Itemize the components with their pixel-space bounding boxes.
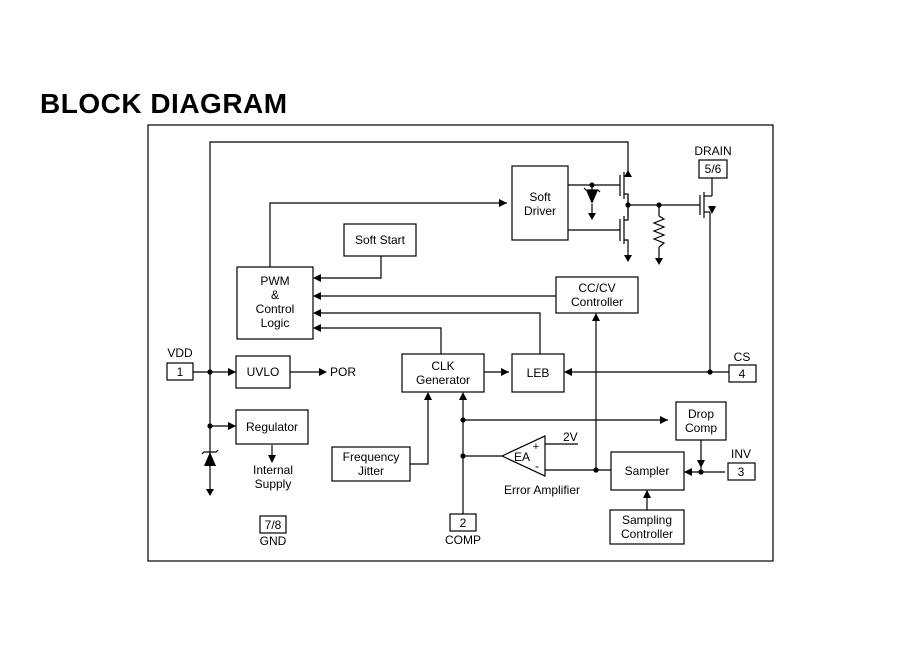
svg-text:Drop: Drop xyxy=(688,407,714,421)
diagram-frame xyxy=(147,124,774,562)
frequency-jitter-block: Frequency Jitter xyxy=(331,446,411,482)
resistor-icon xyxy=(652,215,666,248)
svg-text:CC/CV: CC/CV xyxy=(578,281,615,295)
soft-start-block: Soft Start xyxy=(343,223,417,257)
clk-generator-block: CLK Generator xyxy=(401,353,485,393)
page-title: BLOCK DIAGRAM xyxy=(40,88,288,119)
svg-text:Generator: Generator xyxy=(416,373,470,387)
sampler-block: Sampler xyxy=(610,451,685,491)
leb-block: LEB xyxy=(511,353,565,393)
zener-diode-icon xyxy=(583,187,601,204)
internal-supply-label-2: Supply xyxy=(255,477,292,491)
ea-label: EA xyxy=(514,450,530,464)
pin-drain: DRAIN 5/6 xyxy=(694,144,732,179)
svg-text:7/8: 7/8 xyxy=(265,518,282,532)
ref-2v-label: 2V xyxy=(563,430,578,444)
pin-vdd: VDD 1 xyxy=(166,346,194,381)
svg-text:LEB: LEB xyxy=(527,366,550,380)
svg-text:4: 4 xyxy=(739,367,746,381)
power-mosfet-icon xyxy=(699,192,712,218)
svg-text:Soft Start: Soft Start xyxy=(355,233,406,247)
error-amplifier-icon: EA + - xyxy=(500,435,546,477)
svg-text:5/6: 5/6 xyxy=(705,162,722,176)
pwm-control-logic-block: PWM & Control Logic xyxy=(236,266,314,340)
svg-text:CLK: CLK xyxy=(431,359,454,373)
ea-minus-label: - xyxy=(535,459,539,473)
error-amplifier-label: Error Amplifier xyxy=(504,483,580,497)
sampling-controller-block: Sampling Controller xyxy=(609,509,685,545)
svg-text:&: & xyxy=(271,288,279,302)
cccv-controller-block: CC/CV Controller xyxy=(555,276,639,314)
svg-text:Sampling: Sampling xyxy=(622,513,672,527)
pin-comp: 2 COMP xyxy=(445,513,481,547)
svg-text:INV: INV xyxy=(731,447,751,461)
svg-text:Jitter: Jitter xyxy=(358,464,384,478)
svg-text:VDD: VDD xyxy=(167,346,193,360)
svg-text:CS: CS xyxy=(734,350,751,364)
svg-text:Control: Control xyxy=(256,302,295,316)
svg-text:Logic: Logic xyxy=(261,316,290,330)
ea-plus-label: + xyxy=(533,441,539,453)
uvlo-block: UVLO xyxy=(235,355,291,389)
pin-gnd: 7/8 GND xyxy=(259,515,287,548)
junctions xyxy=(207,182,713,475)
drop-comp-block: Drop Comp xyxy=(675,401,727,441)
svg-text:3: 3 xyxy=(738,465,745,479)
por-label: POR xyxy=(330,365,356,379)
regulator-block: Regulator xyxy=(235,409,309,445)
svg-text:Soft: Soft xyxy=(529,190,551,204)
svg-text:Frequency: Frequency xyxy=(343,450,400,464)
svg-text:Regulator: Regulator xyxy=(246,420,298,434)
svg-text:Comp: Comp xyxy=(685,421,717,435)
svg-text:GND: GND xyxy=(260,534,287,548)
svg-text:1: 1 xyxy=(177,365,184,379)
pin-inv: INV 3 xyxy=(727,447,756,481)
svg-text:COMP: COMP xyxy=(445,533,481,547)
svg-text:Driver: Driver xyxy=(524,204,556,218)
svg-text:DRAIN: DRAIN xyxy=(694,144,731,158)
svg-text:Controller: Controller xyxy=(621,527,673,541)
internal-supply-label-1: Internal xyxy=(253,463,293,477)
vdd-zener-diode-icon xyxy=(201,449,219,466)
svg-text:Sampler: Sampler xyxy=(625,464,670,478)
svg-text:UVLO: UVLO xyxy=(247,365,280,379)
soft-driver-block: Soft Driver xyxy=(511,165,569,241)
driver-low-transistor-icon xyxy=(619,205,629,246)
svg-text:PWM: PWM xyxy=(260,274,289,288)
driver-high-transistor-icon xyxy=(619,165,629,205)
pin-cs: CS 4 xyxy=(728,350,757,383)
svg-text:Controller: Controller xyxy=(571,295,623,309)
svg-text:2: 2 xyxy=(460,516,467,530)
